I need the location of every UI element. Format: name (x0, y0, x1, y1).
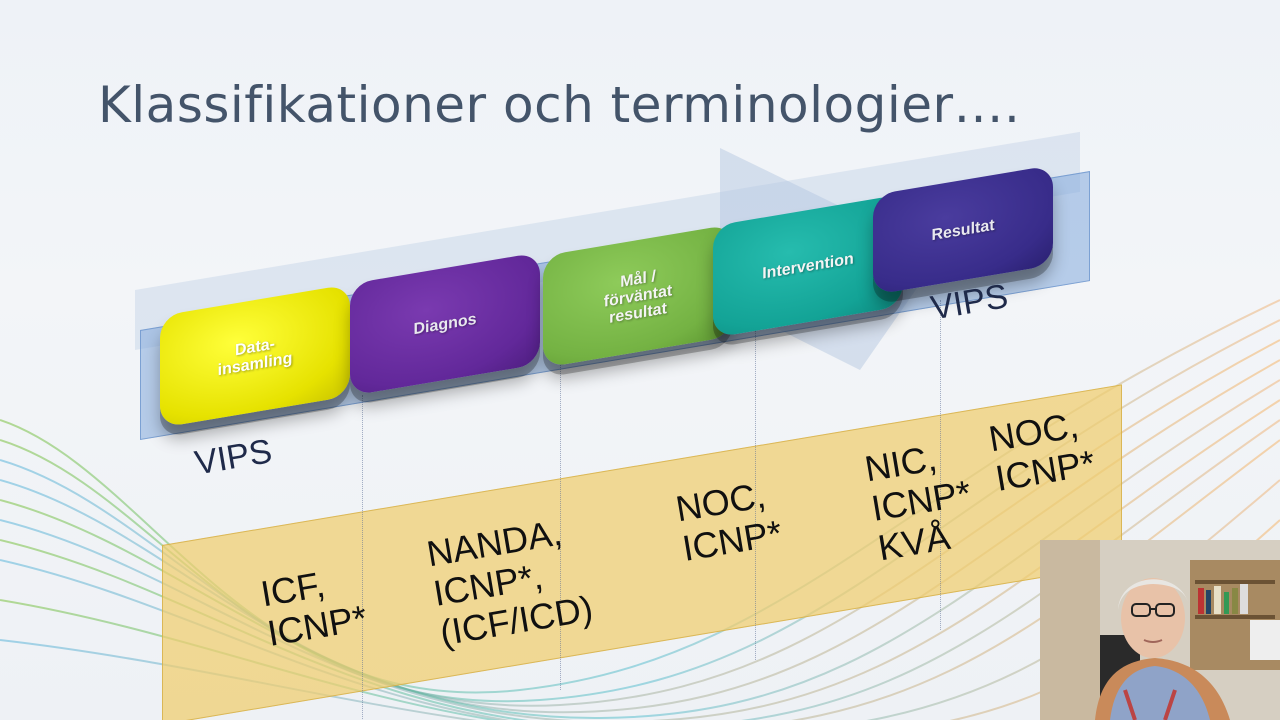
slide-title: Klassifikationer och terminologier…. (98, 76, 1021, 134)
step-label: Data- insamling (217, 335, 293, 380)
step-label: Diagnos (413, 310, 477, 338)
webcam-overlay (1040, 540, 1280, 720)
classification-datainsamling: ICF, ICNP* (257, 563, 370, 654)
step-label: Mål / förväntat resultat (603, 267, 673, 327)
step-label: Resultat (931, 216, 995, 244)
column-divider (362, 394, 363, 720)
presenter-video (1040, 540, 1280, 720)
classification-mal: NOC, ICNP* (672, 474, 785, 569)
vips-label-left: VIPS (192, 432, 275, 483)
classification-diagnos: NANDA, ICNP*, (ICF/ICD) (423, 511, 596, 654)
step-label: Intervention (762, 249, 854, 283)
classification-intervention: NIC, ICNP* KVÅ (861, 437, 974, 569)
classification-resultat: NOC, ICNP* (985, 404, 1098, 499)
